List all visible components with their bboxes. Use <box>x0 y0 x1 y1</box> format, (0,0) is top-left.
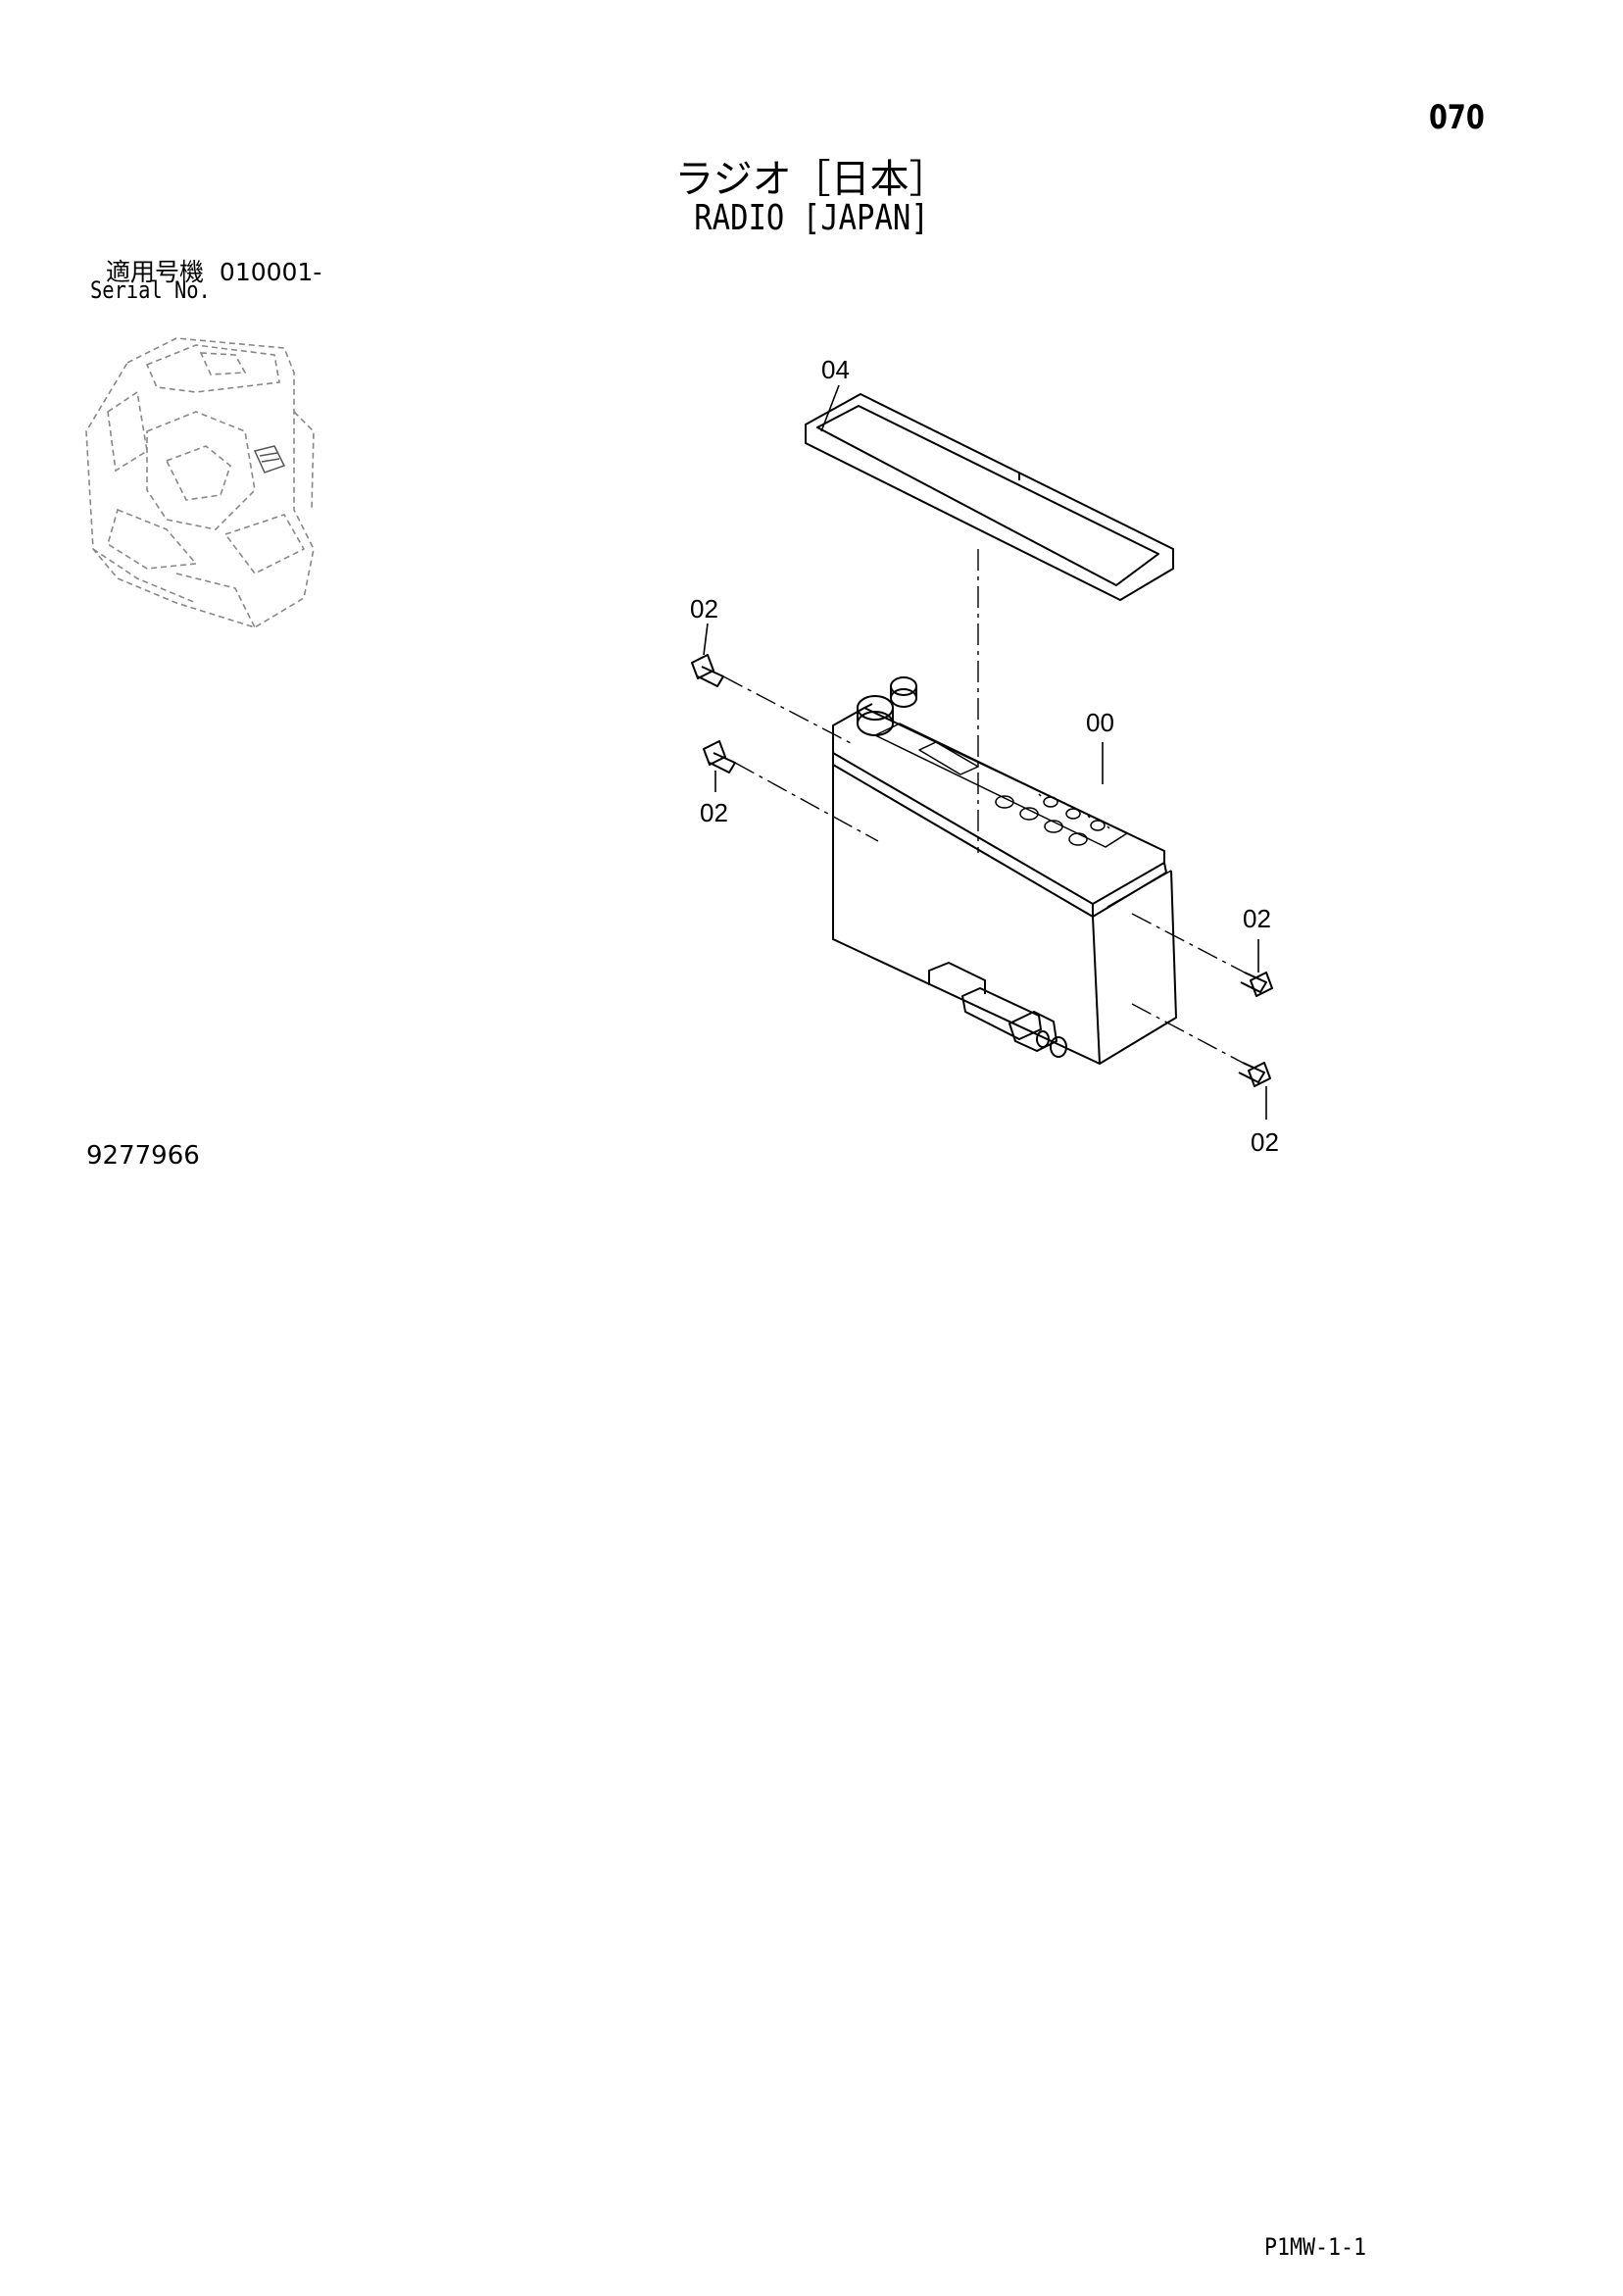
radio-unit-part <box>832 676 1177 1065</box>
serial-range: 010001- <box>219 258 322 286</box>
serial-label-english: Serial No. <box>90 276 211 304</box>
gasket-frame-part <box>805 393 1174 601</box>
screw-left-top-part <box>691 654 724 687</box>
serial-label-japanese: 適用号機 010001- <box>106 253 321 288</box>
callout-screw-left-bottom: 02 <box>700 798 728 827</box>
screw-right-bottom-part <box>1238 1062 1271 1087</box>
page-title-english: RADIO [JAPAN] <box>694 198 929 238</box>
serial-label-jp: 適用号機 <box>106 258 205 286</box>
callout-gasket: 04 <box>821 355 850 384</box>
page-title-japanese: ラジオ［日本］ <box>674 157 949 202</box>
screw-left-bottom-part <box>703 740 736 774</box>
footer-code: P1MW-1-1 <box>1264 2233 1367 2261</box>
page-number: 070 <box>1429 98 1485 137</box>
callout-screw-right-top: 02 <box>1243 904 1271 933</box>
callout-radio: 00 <box>1086 708 1114 737</box>
illustration-reference-number: 9277966 <box>86 1141 200 1171</box>
callout-screw-left-top: 02 <box>690 594 718 624</box>
screw-right-top-part <box>1240 972 1273 997</box>
callout-screw-right-bottom: 02 <box>1251 1127 1279 1157</box>
